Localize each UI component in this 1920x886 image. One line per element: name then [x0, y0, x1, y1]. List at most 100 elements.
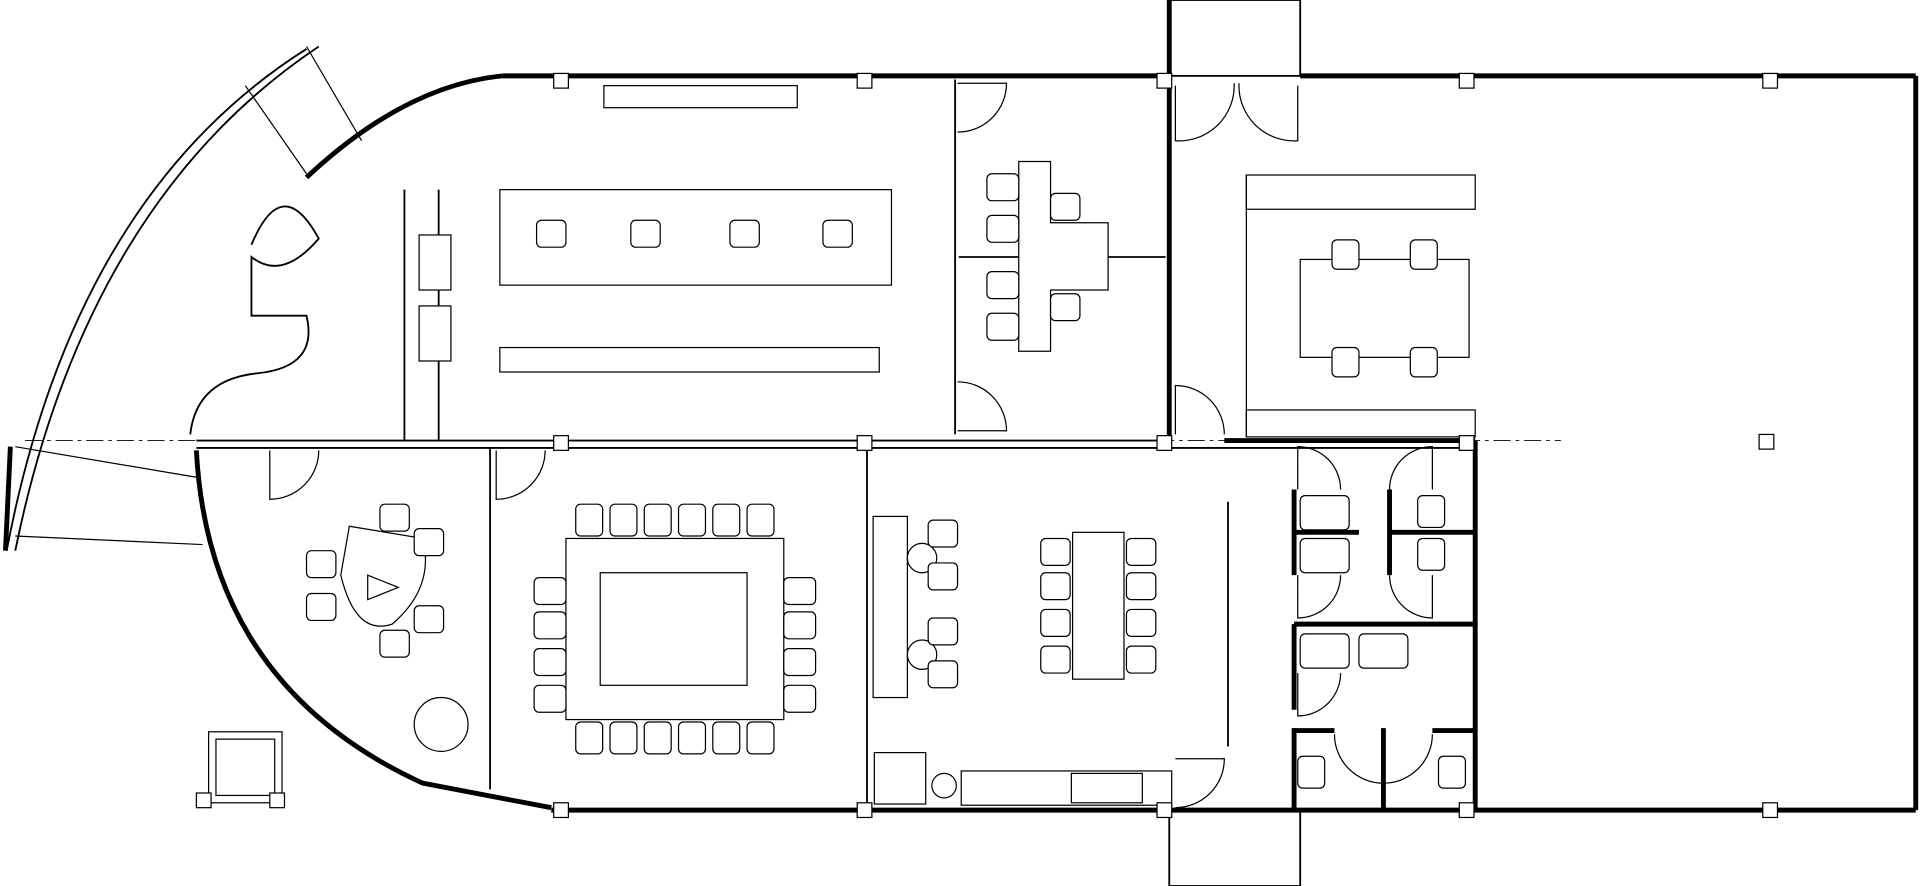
chair: [1331, 346, 1360, 378]
storage-cabinets: [499, 346, 880, 373]
chair: [305, 550, 337, 579]
chair: [986, 173, 1020, 202]
chair: [575, 721, 604, 755]
column: [856, 802, 873, 819]
chair: [609, 721, 638, 755]
entry-line: [305, 46, 363, 142]
chair: [729, 219, 760, 248]
sink: [1299, 633, 1350, 669]
canopy-line: [15, 535, 203, 546]
column: [1458, 72, 1475, 89]
trash-bin: [931, 772, 957, 799]
conference-table-center: [599, 572, 748, 686]
furniture: [195, 72, 1779, 819]
door-swing: [1174, 384, 1225, 435]
column: [553, 72, 570, 89]
sink: [1358, 633, 1409, 669]
outer-curved-canopy: [5, 48, 308, 551]
chair: [609, 503, 638, 537]
tree-icon: [413, 696, 469, 752]
outer-curved-canopy-inner: [14, 45, 320, 551]
column: [1156, 802, 1173, 819]
chair: [1040, 645, 1071, 674]
chair: [413, 605, 445, 634]
chair: [1040, 537, 1071, 566]
chair: [986, 312, 1020, 341]
chair: [1409, 346, 1438, 378]
column: [856, 72, 873, 89]
column: [856, 435, 873, 451]
chair: [1040, 572, 1071, 601]
column: [1458, 802, 1475, 819]
chair: [927, 562, 959, 591]
play-icon: [367, 574, 400, 601]
chair: [379, 503, 410, 532]
chair: [1049, 192, 1081, 221]
chair: [783, 611, 817, 640]
chair: [927, 519, 959, 548]
entry-line: [244, 85, 308, 175]
sink: [1299, 537, 1350, 574]
chair: [986, 214, 1020, 243]
door-swing: [1383, 734, 1433, 784]
sink-stove: [1070, 772, 1143, 804]
chair: [746, 721, 775, 755]
column: [1458, 435, 1475, 451]
door-swing: [1333, 734, 1384, 784]
curved-wall-north: [304, 73, 503, 180]
toilet: [1437, 755, 1467, 789]
column: [1762, 72, 1779, 89]
chair: [1125, 645, 1157, 674]
chair: [533, 684, 567, 713]
chair: [783, 684, 817, 713]
counter: [603, 85, 798, 109]
kiosk-inner: [215, 738, 276, 797]
chair: [783, 577, 817, 606]
storage-cabinets: [1245, 409, 1476, 438]
chair: [1331, 239, 1360, 270]
door-swing: [957, 381, 1008, 432]
chair: [927, 660, 959, 689]
south-vestibule: [1168, 809, 1302, 886]
column: [1156, 72, 1173, 89]
column: [1758, 433, 1775, 450]
chair: [986, 271, 1020, 300]
chair: [305, 592, 337, 622]
door-swing: [1297, 575, 1342, 619]
toilet: [1417, 537, 1446, 571]
canopy-line: [15, 446, 197, 478]
chair: [1049, 293, 1081, 322]
door-swing: [1388, 446, 1433, 490]
chair: [1125, 537, 1157, 566]
chair: [677, 721, 707, 755]
column: [1156, 435, 1173, 451]
triangular-table: [340, 525, 427, 627]
chair: [677, 503, 707, 537]
door-swing: [1174, 83, 1235, 142]
printer: [418, 234, 452, 291]
chair: [712, 721, 741, 755]
chair: [643, 721, 672, 755]
door-swing: [1297, 446, 1342, 490]
chair: [413, 528, 445, 557]
column: [195, 792, 212, 809]
doors: [189, 82, 1433, 809]
appliance: [873, 751, 927, 805]
chair: [822, 219, 853, 248]
door-swing: [1238, 83, 1299, 142]
column: [553, 802, 570, 819]
chair: [1125, 572, 1157, 601]
chair: [1125, 608, 1157, 637]
chair: [783, 647, 817, 677]
column: [553, 435, 570, 451]
column: [269, 792, 286, 809]
canopy-end: [3, 446, 13, 551]
door-swing: [269, 450, 320, 500]
toilet: [1297, 755, 1326, 789]
reception-curve: [189, 205, 320, 435]
door-swing: [957, 82, 1008, 133]
chair: [379, 629, 410, 658]
chair: [1409, 239, 1438, 270]
chair: [535, 219, 567, 248]
